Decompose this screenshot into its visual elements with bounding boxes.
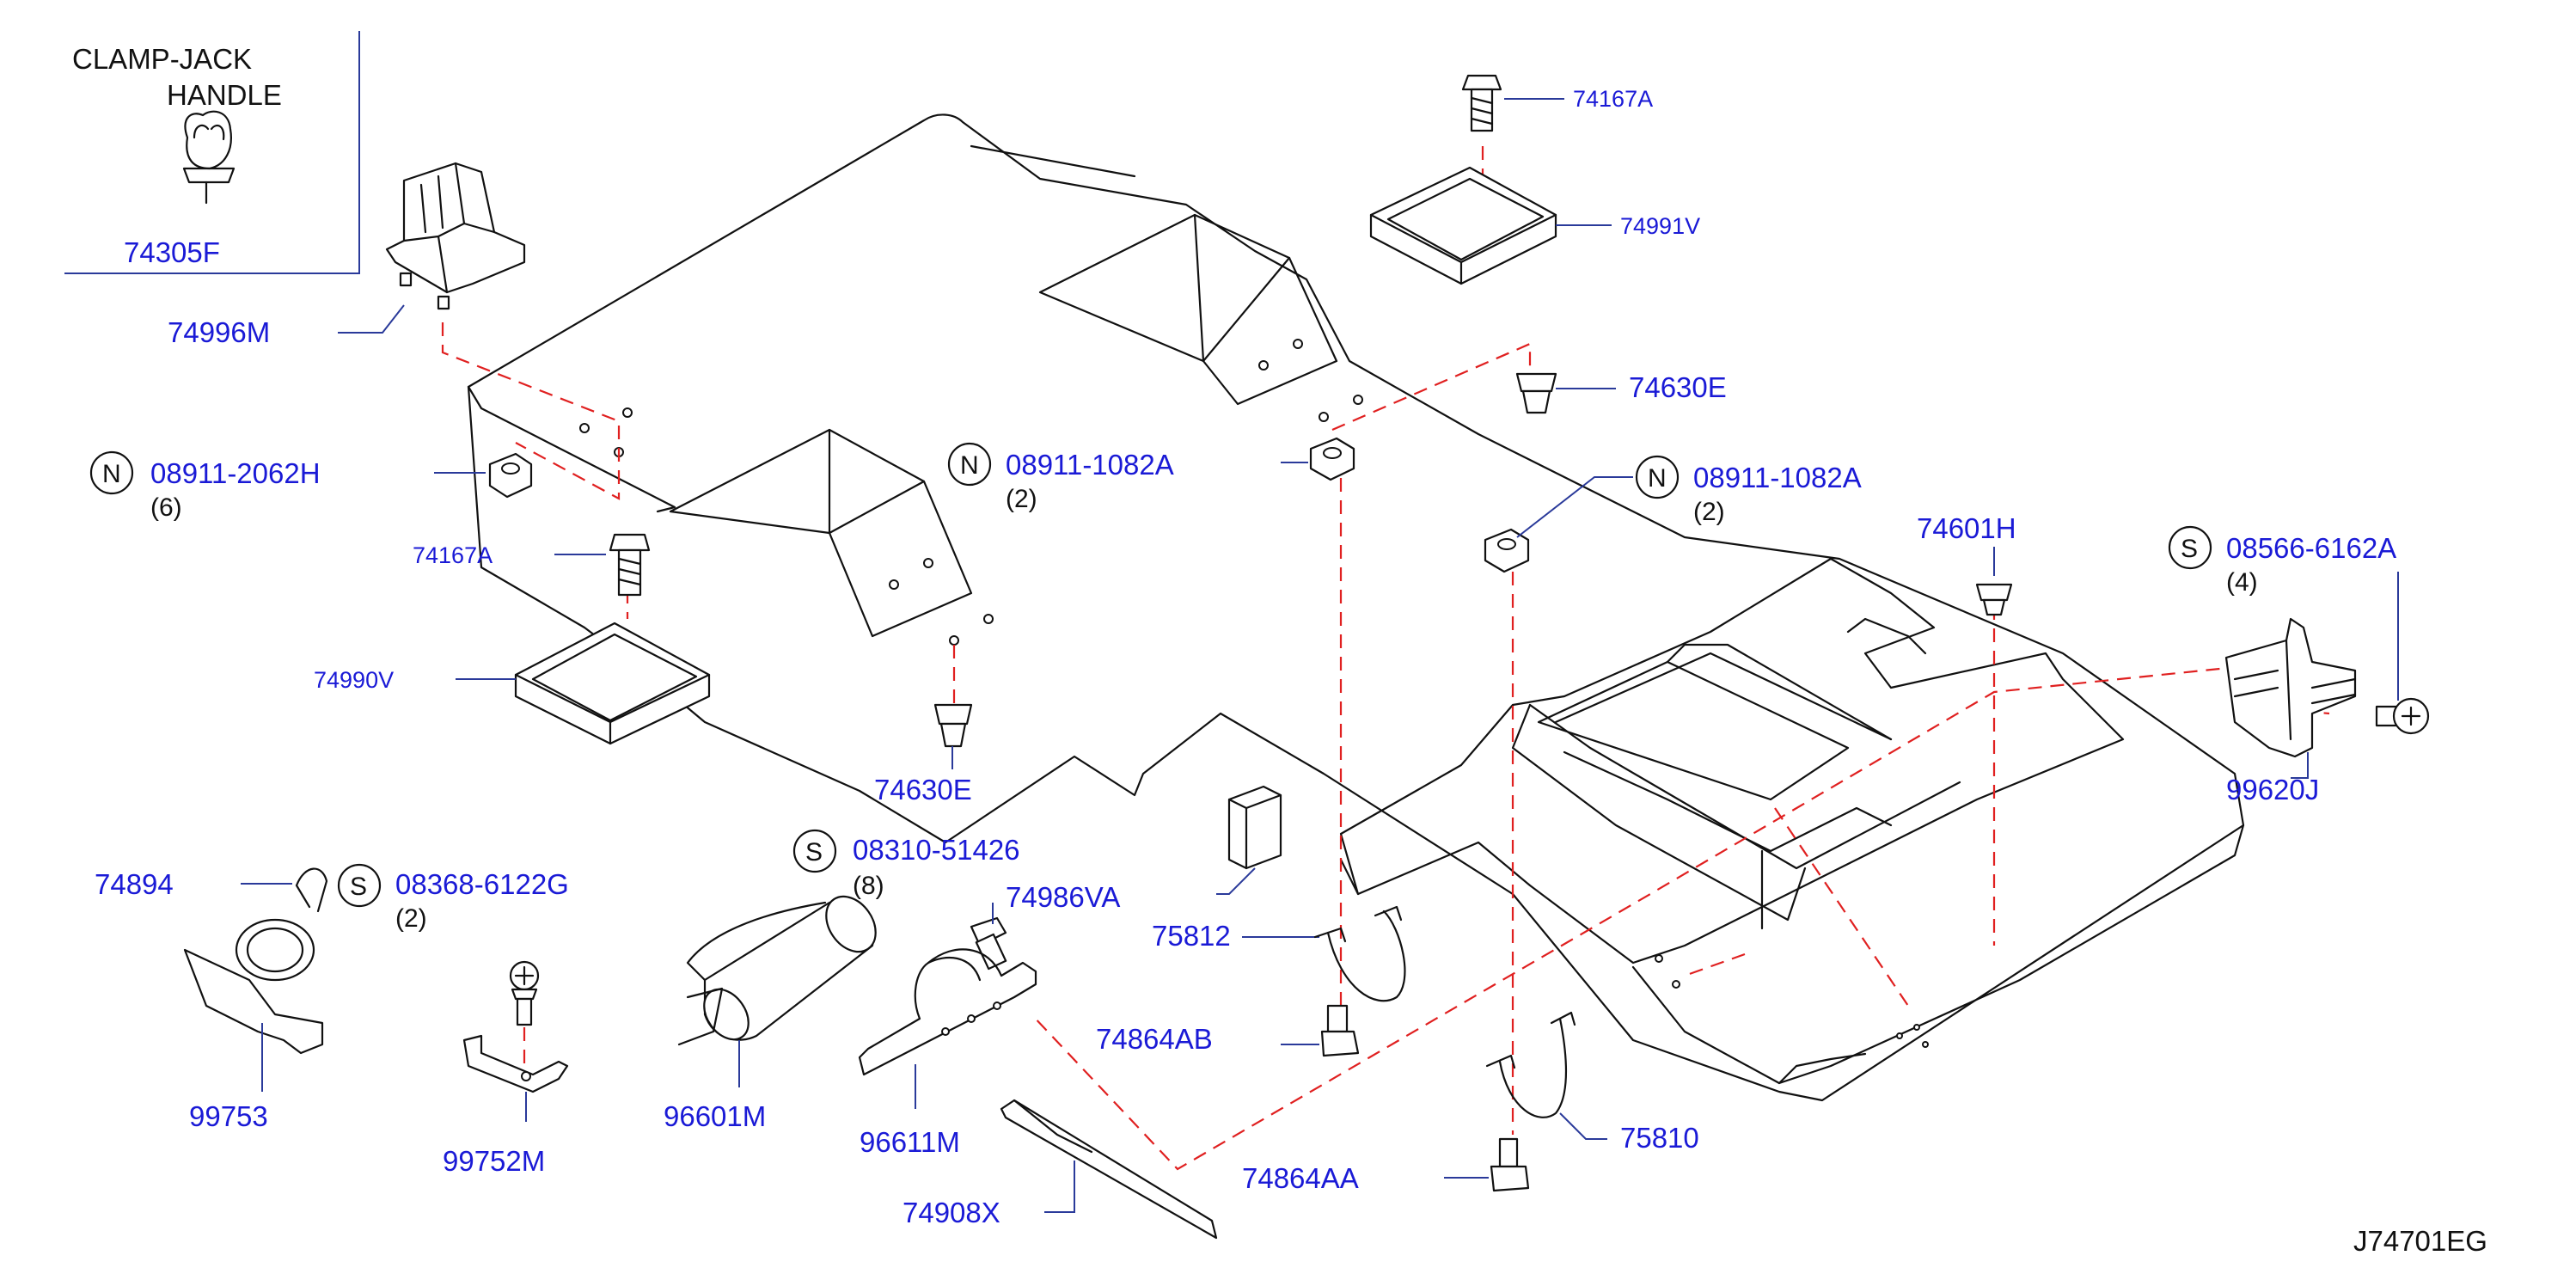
clip-74601H-icon xyxy=(1975,583,2013,616)
bolt-74864AB-icon xyxy=(1320,1004,1360,1057)
prefix-circle-N-2 xyxy=(947,442,992,487)
label-74601H: 74601H xyxy=(1917,512,2016,544)
screw-08368-6122G-icon xyxy=(509,960,540,1026)
frame-74990V-icon xyxy=(514,622,711,745)
bracket-96611M-icon xyxy=(858,948,1037,1076)
prefix-circle-S-1 xyxy=(2168,525,2212,570)
prefix-N-2: N xyxy=(960,451,979,480)
label-74996M: 74996M xyxy=(168,316,270,348)
label-74894: 74894 xyxy=(95,868,174,900)
strip-74908X-icon xyxy=(1000,1099,1218,1240)
label-96611M: 96611M xyxy=(860,1126,960,1158)
label-74167A-top: 74167A xyxy=(1573,86,1653,112)
trunk-floor-panel xyxy=(467,113,2245,1102)
leader-99620J xyxy=(2291,752,2309,779)
clamp-jack-handle-clip-icon xyxy=(182,110,236,205)
inset-clamp-jack-handle: CLAMP-JACK HANDLE 74305F xyxy=(64,31,360,274)
bracket-99753-icon xyxy=(183,918,324,1055)
prefix-circle-S-2 xyxy=(337,863,382,908)
nut-08911-2062H-icon xyxy=(488,452,533,499)
qty-08566-6162A: (4) xyxy=(2226,568,2258,597)
prefix-N-3: N xyxy=(1648,464,1667,493)
label-08911-2062H: 08911-2062H xyxy=(150,457,321,489)
label-96601M: 96601M xyxy=(664,1100,766,1132)
label-74908X: 74908X xyxy=(903,1197,1000,1228)
prefix-S-1: S xyxy=(2181,535,2198,563)
prefix-circle-S-3 xyxy=(792,829,837,873)
nut-08911-1082A-center-icon xyxy=(1309,437,1355,481)
label-74305F: 74305F xyxy=(124,236,220,268)
bracket-74996M-icon xyxy=(385,162,526,310)
label-74986VA: 74986VA xyxy=(1006,881,1120,913)
plate-99752M-icon xyxy=(462,1034,569,1093)
leader-74996M xyxy=(338,304,405,334)
inset-border xyxy=(64,31,360,274)
label-74991V: 74991V xyxy=(1620,213,1700,239)
label-08566-6162A: 08566-6162A xyxy=(2226,532,2396,564)
bolt-74167A-top-icon xyxy=(1461,74,1502,132)
qty-08310-51426: (8) xyxy=(853,872,884,900)
strap-75812-icon xyxy=(1313,905,1406,1002)
label-75810: 75810 xyxy=(1620,1122,1699,1154)
label-74167A-left: 74167A xyxy=(413,542,493,568)
prefix-circle-N-3 xyxy=(1635,455,1680,499)
inset-title-line1: CLAMP-JACK xyxy=(72,43,252,75)
prefix-N-1: N xyxy=(102,460,121,488)
leader-08911-1082A-right xyxy=(1516,476,1633,538)
qty-08911-1082A-right: (2) xyxy=(1693,498,1725,526)
strap-75810-icon xyxy=(1485,1011,1576,1118)
qty-08911-2062H: (6) xyxy=(150,493,182,522)
label-08310-51426: 08310-51426 xyxy=(853,834,1020,866)
label-75812: 75812 xyxy=(1152,920,1231,952)
leader-75810 xyxy=(1559,1112,1607,1140)
bolt-74864AA-icon xyxy=(1490,1137,1530,1192)
label-74630E-right: 74630E xyxy=(1629,371,1727,403)
prefix-S-3: S xyxy=(805,838,823,867)
cylinder-96601M-icon xyxy=(677,895,877,1046)
bolt-74167A-left-icon xyxy=(609,533,651,597)
label-74864AA: 74864AA xyxy=(1242,1162,1359,1194)
bracket-99620J-icon xyxy=(2224,617,2357,758)
label-08368-6122G: 08368-6122G xyxy=(395,868,569,900)
label-99620J: 99620J xyxy=(2226,774,2319,805)
plug-74630E-right-icon xyxy=(1515,372,1557,414)
label-08911-1082A-center: 08911-1082A xyxy=(1006,449,1174,481)
label-74990V: 74990V xyxy=(314,667,394,693)
label-08911-1082A-right: 08911-1082A xyxy=(1693,462,1862,493)
label-99753: 99753 xyxy=(189,1100,268,1132)
drawing-id: J74701EG xyxy=(2353,1225,2487,1257)
qty-08911-1082A-center: (2) xyxy=(1006,485,1037,513)
inset-title-line2: HANDLE xyxy=(167,79,282,111)
label-74630E-center: 74630E xyxy=(874,774,972,805)
label-99752M: 99752M xyxy=(443,1145,545,1177)
plug-74630E-center-icon xyxy=(933,703,973,748)
nut-08911-1082A-right-icon xyxy=(1484,528,1530,573)
qty-08368-6122G: (2) xyxy=(395,904,427,933)
prefix-S-2: S xyxy=(350,873,367,901)
prefix-circle-N-1 xyxy=(89,450,134,495)
bolt-74986VA-icon xyxy=(970,916,1007,971)
label-74864AB: 74864AB xyxy=(1096,1023,1213,1055)
leader-75812 xyxy=(1216,867,1256,895)
block-75812-icon xyxy=(1227,785,1282,870)
leader-74908X xyxy=(1044,1161,1075,1213)
clip-74894-icon xyxy=(295,867,328,913)
frame-74991V-icon xyxy=(1369,166,1557,285)
screw-08566-6162A-icon xyxy=(2375,697,2430,735)
